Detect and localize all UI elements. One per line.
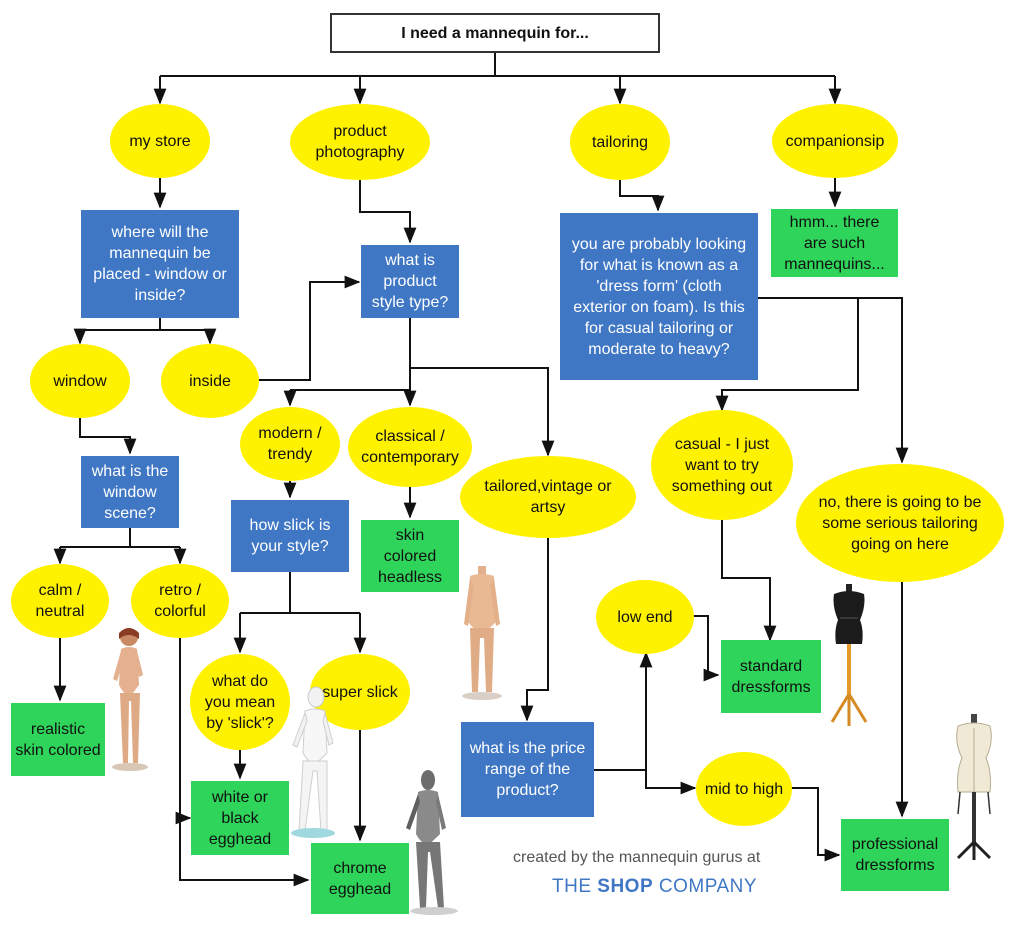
option-calm-neutral: calm / neutral [11, 564, 109, 638]
answer-white-black-egghead: white or black egghead [191, 781, 289, 855]
shop-company-logo: THE SHOP COMPANY [552, 876, 758, 897]
skin-mannequin-image [112, 628, 148, 771]
option-mid-to-high: mid to high [696, 752, 792, 826]
option-retro-colorful: retro / colorful [131, 564, 229, 638]
answer-chrome-egghead: chrome egghead [311, 843, 409, 914]
option-super-slick: super slick [310, 654, 410, 730]
question-product-style: what is product style type? [361, 245, 459, 318]
headless-mannequin-image [462, 566, 502, 700]
question-dress-form: you are probably looking for what is kno… [560, 213, 758, 380]
flowchart-title: I need a mannequin for... [330, 13, 660, 53]
option-tailored-vintage: tailored,vintage or artsy [460, 456, 636, 538]
credit-text: created by the mannequin gurus at [513, 849, 761, 866]
professional-dressform-image [956, 714, 992, 860]
option-my-store: my store [110, 104, 210, 178]
option-modern-trendy: modern / trendy [240, 407, 340, 481]
answer-hmm: hmm... there are such mannequins... [771, 209, 898, 277]
black-dressform-image [830, 584, 868, 726]
chrome-egghead-mannequin-image [406, 770, 458, 915]
question-where-placed: where will the mannequin be placed - win… [81, 210, 239, 318]
answer-standard-dressforms: standard dressforms [721, 640, 821, 713]
white-egghead-mannequin-image [291, 686, 335, 838]
answer-professional-dressforms: professional dressforms [841, 819, 949, 891]
answer-realistic-skin: realistic skin colored [11, 703, 105, 776]
option-serious-tailoring: no, there is going to be some serious ta… [796, 464, 1004, 582]
option-companionship: companionsip [772, 104, 898, 178]
option-low-end: low end [596, 580, 694, 654]
question-price-range: what is the price range of the product? [461, 722, 594, 817]
option-product-photography: product photography [290, 104, 430, 180]
option-window: window [30, 344, 130, 418]
question-window-scene: what is the window scene? [81, 456, 179, 528]
option-tailoring: tailoring [570, 104, 670, 180]
option-what-slick: what do you mean by 'slick'? [190, 654, 290, 750]
option-classical: classical / contemporary [348, 407, 472, 487]
answer-skin-headless: skin colored headless [361, 520, 459, 592]
question-how-slick: how slick is your style? [231, 500, 349, 572]
option-casual: casual - I just want to try something ou… [651, 410, 793, 520]
option-inside: inside [161, 344, 259, 418]
